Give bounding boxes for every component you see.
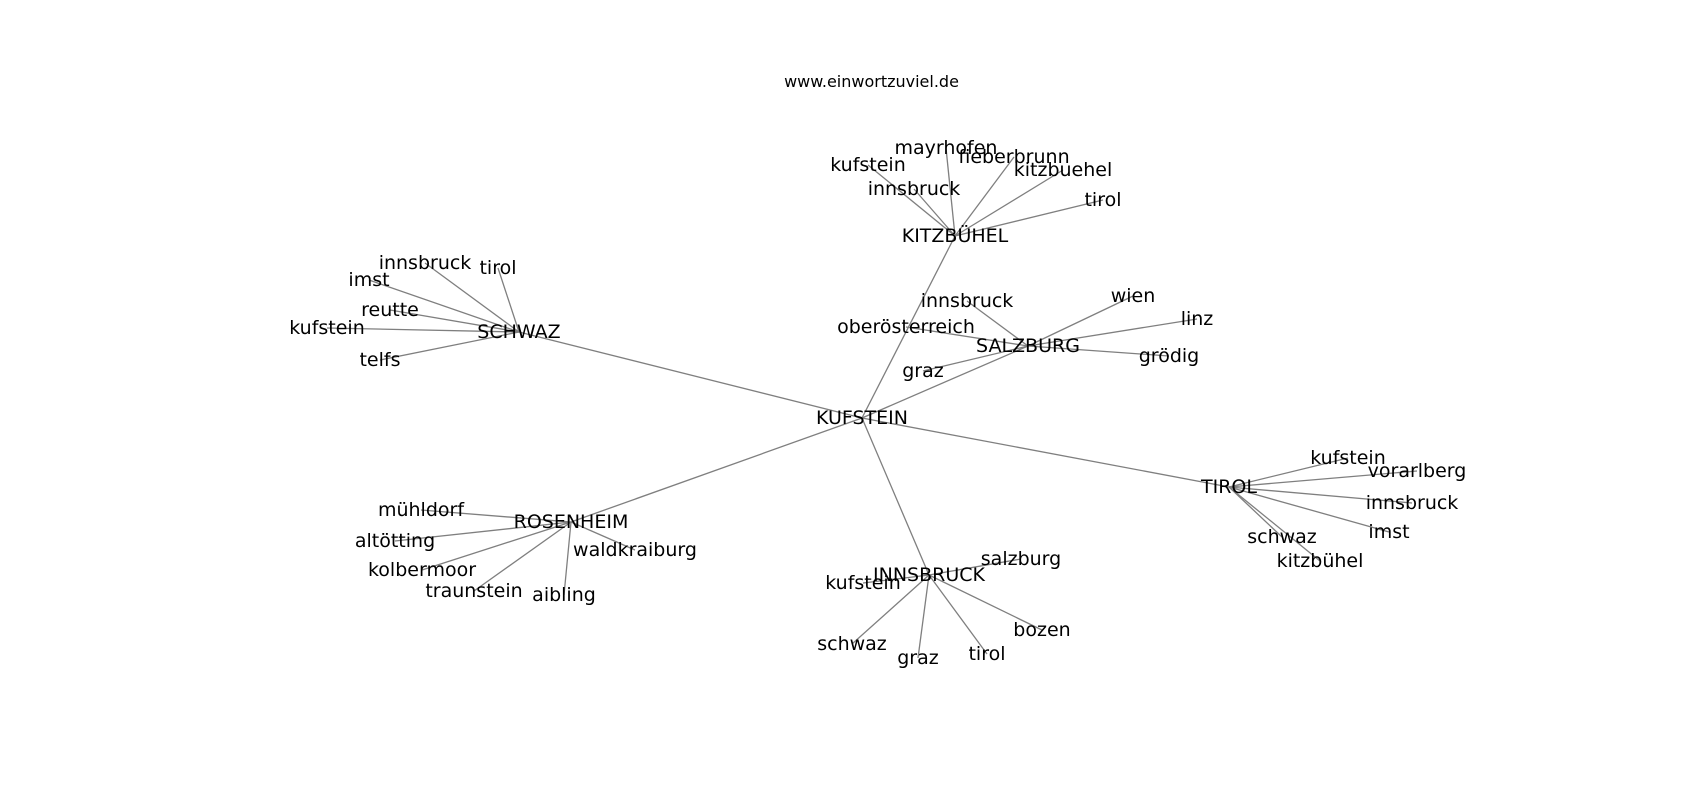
edge-rosenheim-leaf	[473, 521, 572, 592]
leaf-node-label: altötting	[355, 530, 435, 552]
edge-kitzbuehel-leaf	[945, 147, 956, 237]
leaf-node-label: imst	[1368, 521, 1409, 543]
leaf-node-label: tirol	[479, 257, 516, 279]
leaf-node-label: oberösterreich	[837, 316, 975, 338]
hub-node-label-tirol: TIROL	[1200, 476, 1257, 498]
leaf-node-label: tirol	[968, 643, 1005, 665]
edge-kitzbuehel-leaf	[954, 169, 1064, 237]
edge-innsbruck-leaf	[928, 558, 1022, 576]
leaf-node-label: linz	[1181, 308, 1214, 330]
hub-node-label-kitzbuehel: KITZBÜHEL	[902, 224, 1009, 247]
leaf-node-label: fieberbrunn	[958, 146, 1069, 168]
edge-tirol-leaf	[1228, 486, 1283, 538]
edge-schwaz-leaf	[326, 327, 520, 333]
leaf-node-label: innsbruck	[921, 290, 1014, 312]
edge-center-salzburg	[861, 345, 1029, 419]
leaf-node-label: salzburg	[981, 548, 1061, 570]
leaf-node-label: graz	[902, 360, 944, 382]
edge-kitzbuehel-leaf	[867, 164, 956, 237]
edge-center-schwaz	[518, 331, 863, 419]
source-url-label: www.einwortzuviel.de	[784, 72, 959, 91]
edge-schwaz-leaf	[389, 309, 520, 333]
leaf-node-label: kolbermoor	[368, 559, 476, 581]
edge-center-rosenheim	[570, 417, 863, 523]
edge-kitzbuehel-leaf	[954, 156, 1015, 237]
leaf-node-label: schwaz	[1247, 526, 1317, 548]
edge-kitzbuehel-leaf	[954, 199, 1104, 237]
leaf-node-label: bozen	[1013, 619, 1070, 641]
edge-tirol-leaf	[1228, 486, 1390, 533]
edge-tirol-leaf	[1228, 457, 1349, 488]
edge-salzburg-leaf	[922, 345, 1029, 372]
edge-schwaz-leaf	[497, 267, 520, 333]
leaf-node-label: telfs	[359, 349, 400, 371]
edge-schwaz-leaf	[424, 262, 520, 333]
leaf-node-label: innsbruck	[868, 178, 961, 200]
edge-salzburg-leaf	[905, 326, 1029, 347]
edge-schwaz-leaf	[368, 279, 520, 333]
edge-kitzbuehel-leaf	[913, 188, 956, 237]
leaf-node-label: kufstein	[825, 572, 901, 594]
edge-tirol-leaf	[1228, 486, 1413, 504]
leaf-node-label: schwaz	[817, 633, 887, 655]
leaf-node-label: grödig	[1139, 345, 1199, 367]
leaf-node-label: innsbruck	[1366, 492, 1459, 514]
edge-rosenheim-leaf	[421, 521, 572, 571]
leaf-node-label: mayrhofen	[895, 137, 998, 159]
edges-layer	[326, 147, 1418, 659]
edge-innsbruck-leaf	[928, 574, 1043, 631]
leaf-node-label: graz	[897, 647, 939, 669]
edge-rosenheim-leaf	[563, 521, 572, 596]
edge-innsbruck-leaf	[862, 574, 930, 584]
leaf-node-label: kufstein	[1310, 447, 1386, 469]
leaf-node-label: aibling	[532, 584, 596, 606]
edge-salzburg-leaf	[966, 300, 1029, 347]
edge-tirol-leaf	[1228, 470, 1418, 488]
hub-node-label-innsbruck: INNSBRUCK	[873, 564, 985, 586]
leaf-node-label: wien	[1111, 285, 1156, 307]
edge-innsbruck-leaf	[851, 574, 930, 645]
leaf-node-label: traunstein	[425, 580, 522, 602]
leaf-node-label: kitzbuehel	[1014, 159, 1113, 181]
leaf-node-label: mühldorf	[378, 499, 465, 521]
edge-schwaz-leaf	[379, 331, 520, 361]
leaf-node-label: reutte	[361, 299, 419, 321]
edge-salzburg-leaf	[1027, 345, 1170, 357]
hub-node-label-rosenheim: ROSENHEIM	[514, 511, 629, 533]
edge-rosenheim-leaf	[420, 509, 572, 523]
leaf-node-label: waldkraiburg	[573, 539, 697, 561]
edge-innsbruck-leaf	[917, 574, 930, 659]
edge-salzburg-leaf	[1027, 318, 1198, 347]
leaf-node-label: vorarlberg	[1368, 460, 1467, 482]
leaf-node-label: tirol	[1084, 189, 1121, 211]
leaf-node-label: imst	[348, 269, 389, 291]
edge-tirol-leaf	[1228, 486, 1321, 562]
edge-center-innsbruck	[861, 417, 930, 576]
edge-rosenheim-leaf	[570, 521, 636, 551]
leaf-node-label: kufstein	[289, 317, 365, 339]
edge-rosenheim-leaf	[394, 521, 572, 542]
center-node-label: KUFSTEIN	[816, 407, 908, 429]
edge-innsbruck-leaf	[928, 574, 988, 655]
edge-salzburg-leaf	[1027, 295, 1134, 347]
edge-center-tirol	[861, 417, 1230, 488]
leaf-node-label: kufstein	[830, 154, 906, 176]
leaf-node-label: innsbruck	[379, 252, 472, 274]
leaf-node-label: kitzbühel	[1277, 550, 1364, 572]
hub-node-label-salzburg: SALZBURG	[976, 335, 1080, 357]
hub-node-label-schwaz: SCHWAZ	[477, 321, 560, 343]
